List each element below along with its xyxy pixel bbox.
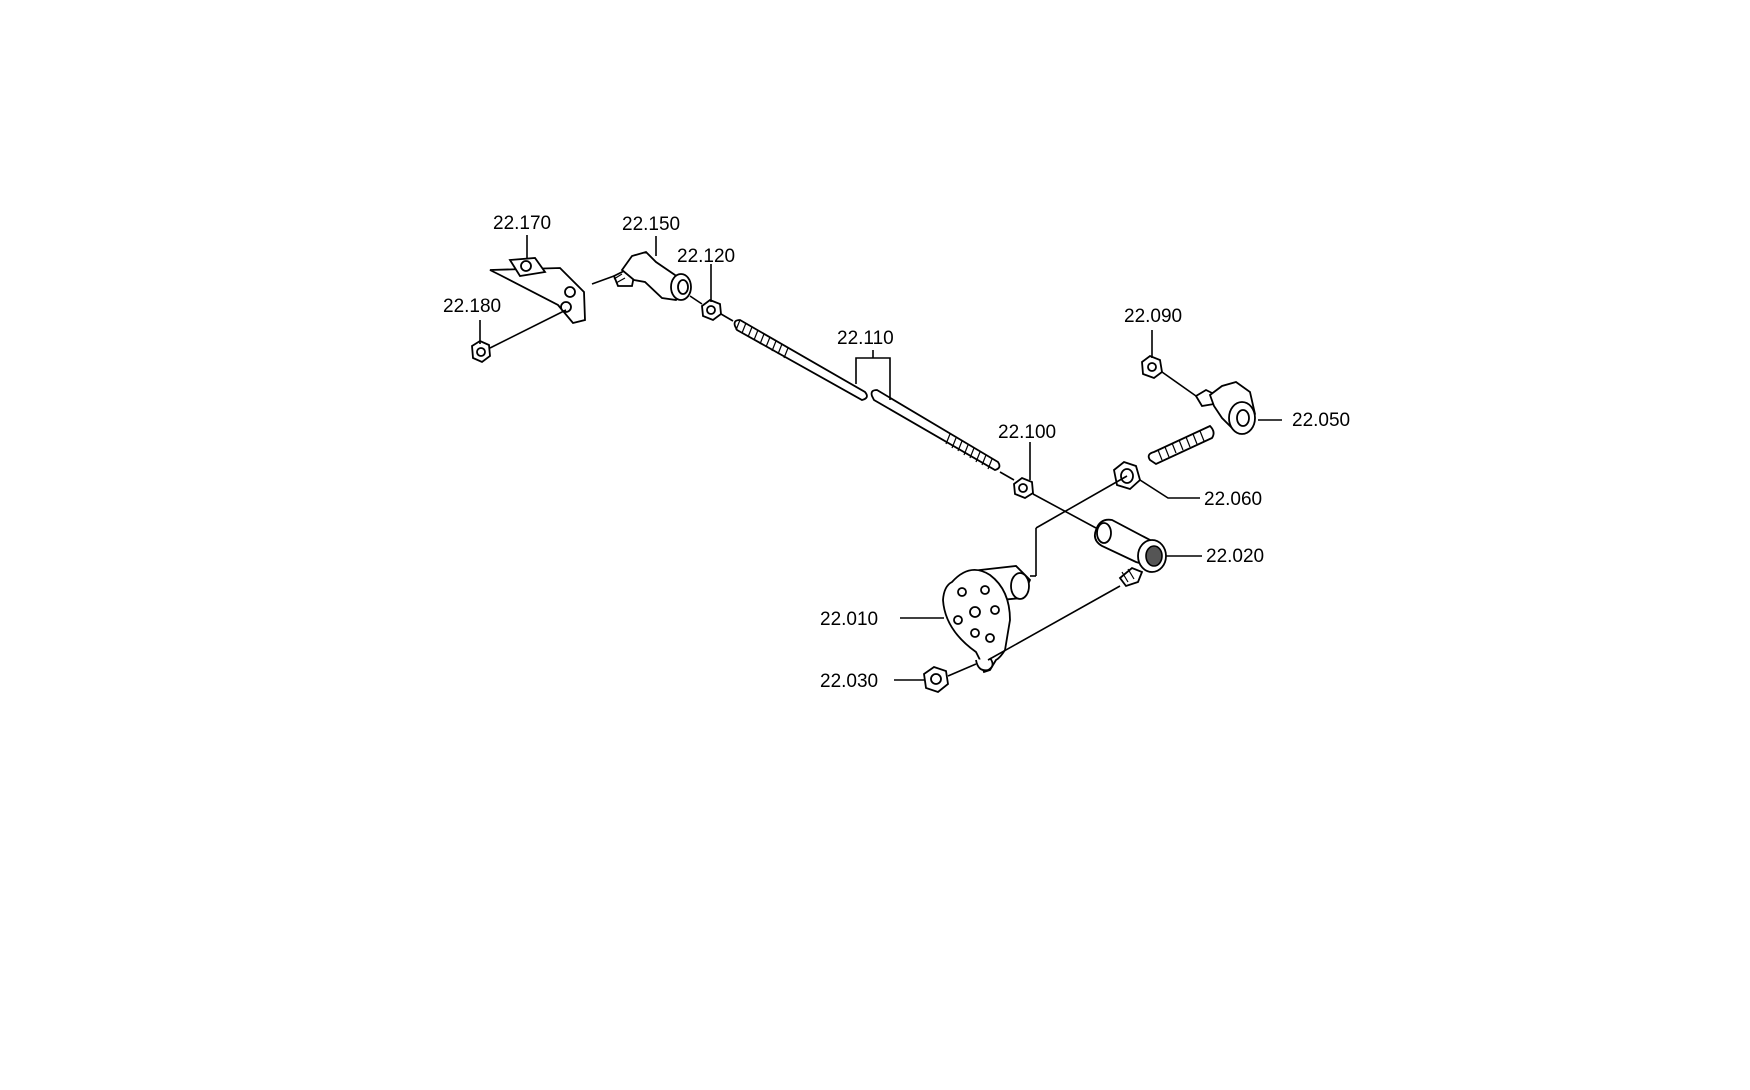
threaded-rod-22110: [733, 319, 1001, 471]
label-22110: 22.110: [837, 328, 894, 349]
lever-plate-22010: [942, 565, 1032, 674]
label-22170: 22.170: [493, 213, 551, 234]
label-22060: 22.060: [1204, 489, 1262, 510]
label-22050: 22.050: [1292, 410, 1350, 431]
assembly-lines: [489, 275, 1197, 677]
label-22010: 22.010: [820, 609, 878, 630]
nut-22060: [1113, 460, 1142, 491]
ball-joint-22050: [1147, 381, 1256, 466]
ball-joint-22150: [612, 250, 692, 301]
label-22020: 22.020: [1206, 546, 1264, 567]
bracket-22170: [489, 257, 586, 325]
ball-joint-22020: [1093, 518, 1167, 588]
label-22100: 22.100: [998, 422, 1056, 443]
nut-22180: [471, 339, 491, 364]
leader-lines: [479, 235, 1282, 681]
rod-thread-left: [735, 319, 789, 359]
nut-22100: [1013, 476, 1034, 500]
label-22090: 22.090: [1124, 306, 1182, 327]
stud-thread-22050: [1157, 430, 1205, 461]
label-22030: 22.030: [820, 671, 878, 692]
nut-22090: [1141, 354, 1163, 380]
rod-thread-right: [945, 433, 993, 470]
nut-22120: [701, 298, 722, 322]
label-22150: 22.150: [622, 214, 680, 235]
label-22180: 22.180: [443, 296, 501, 317]
label-22120: 22.120: [677, 246, 735, 267]
nut-22030: [923, 666, 949, 694]
